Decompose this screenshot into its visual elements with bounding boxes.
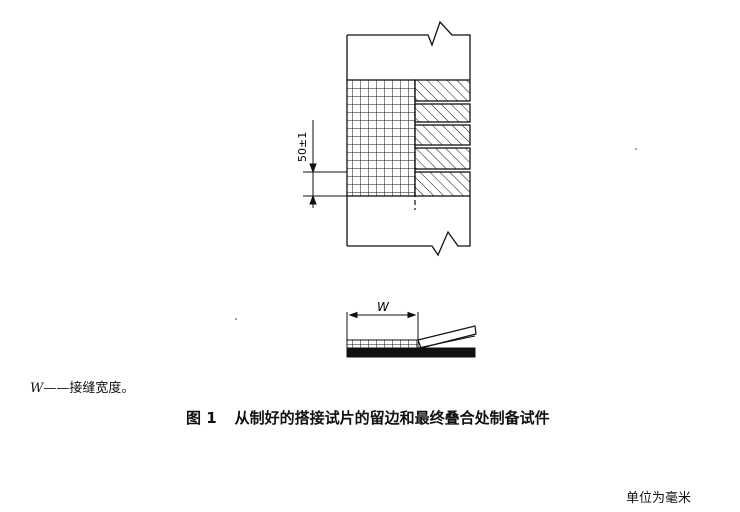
unit-note: 单位为毫米 <box>626 491 692 506</box>
width-symbol: W <box>377 300 390 314</box>
stray-dot <box>235 318 237 320</box>
dimension-50 <box>303 120 347 208</box>
section-view <box>346 311 477 358</box>
legend-symbol: W <box>30 381 44 396</box>
legend-text: 接缝宽度。 <box>69 381 135 396</box>
bottom-sheet <box>346 196 471 257</box>
hatched-strips <box>414 79 471 197</box>
legend-line: W——接缝宽度。 <box>30 377 134 396</box>
top-sheet <box>346 20 471 80</box>
legend-separator: —— <box>43 381 70 396</box>
caption-title: 从制好的搭接试片的留边和最终叠合处制备试件 <box>234 409 550 427</box>
gridded-region <box>346 79 416 197</box>
dimension-label: 50±1 <box>296 132 309 162</box>
stray-dot <box>635 148 637 150</box>
figure-caption: 图 1 从制好的搭接试片的留边和最终叠合处制备试件 <box>186 407 550 428</box>
caption-number: 图 1 <box>186 409 217 427</box>
